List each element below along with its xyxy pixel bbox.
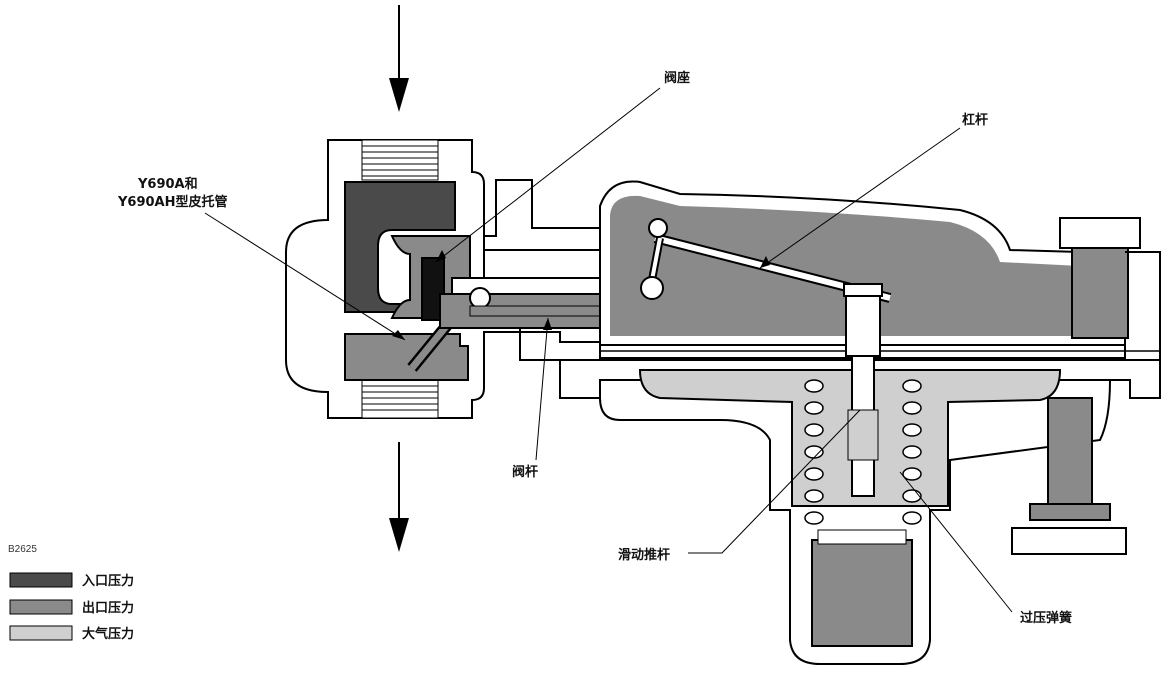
label-relief-spring: 过压弹簧 [1020,610,1072,626]
spring-housing-bottom [811,539,913,647]
legend-label-inlet: 入口压力 [82,573,134,589]
label-stem: 阀杆 [512,464,538,480]
label-seat: 阀座 [664,70,690,86]
legend-label-atmospheric: 大气压力 [82,626,134,642]
spring-case-outline [599,379,1112,665]
legend: 入口压力 出口压力 大气压力 [9,572,134,642]
leader-seat [435,87,661,263]
relief-spring [804,379,922,525]
upper-casing-outlet-chamber [610,195,1110,336]
label-pitot-line2: Y690AH型皮托管 [117,194,228,210]
leader-lever [759,127,961,269]
inlet-pressure-chamber [344,181,456,313]
inlet-thread [361,139,439,181]
outlet-flow-arrow [389,442,409,552]
spring-seat-plate [817,529,907,545]
legend-swatch-atmospheric [9,625,73,641]
figure-code: B2625 [8,544,37,555]
legend-label-outlet: 出口压力 [82,600,134,616]
sliding-pusher [843,283,883,497]
inlet-flow-arrow [389,5,409,112]
label-lever: 杠杆 [962,112,988,128]
label-pitot-line1: Y690A和 [137,176,198,192]
label-sliding-pusher: 滑动推杆 [618,547,670,563]
legend-swatch-inlet [9,572,73,588]
actuator-yoke [483,179,601,251]
outlet-pressure-chamber [344,333,469,381]
leader-pusher [688,409,861,554]
legend-swatch-outlet [9,599,73,615]
lower-yoke [519,331,601,361]
leader-pitot [204,212,406,341]
leader-relief-spring [899,471,1013,613]
leader-stem [535,317,549,461]
adjusting-bolt [1011,217,1141,555]
valve-seat-disc [421,257,445,321]
